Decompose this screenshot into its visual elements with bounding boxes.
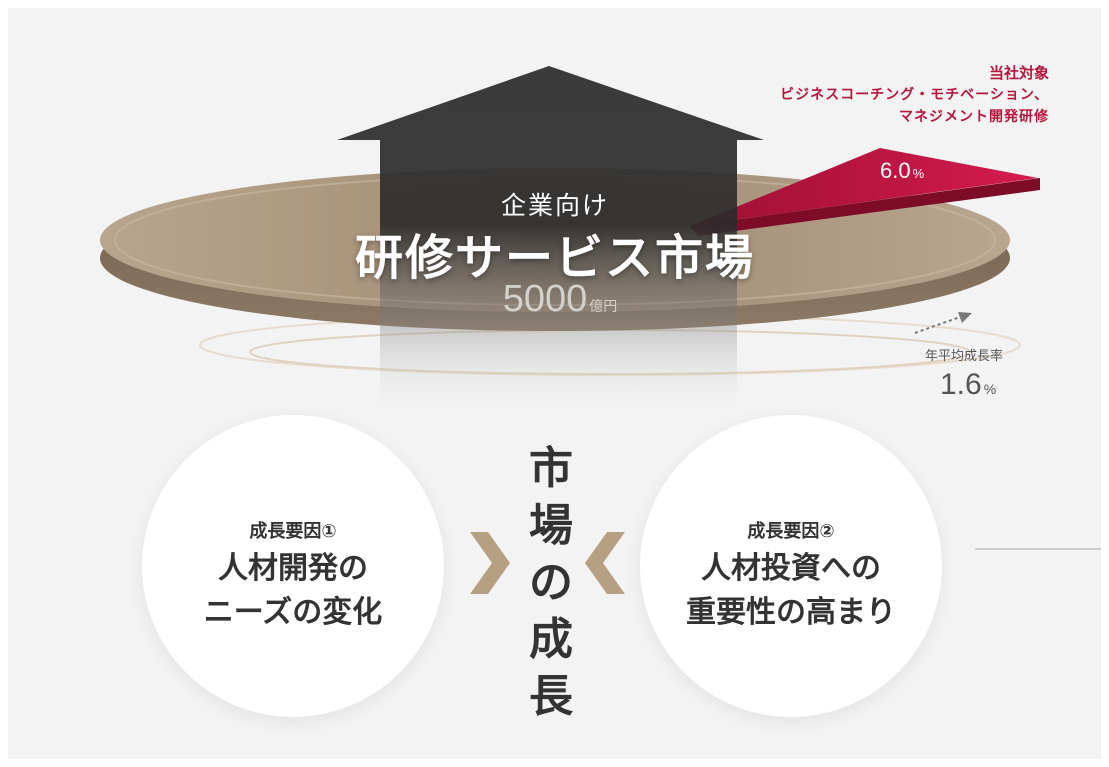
market-amount-unit: 億円 <box>589 299 618 315</box>
growth-dotted-line <box>914 316 961 334</box>
target-heading: 当社対象 <box>988 64 1049 82</box>
market-growth-vertical-text: 市 場 の 成 長 <box>521 440 581 725</box>
factor2-label: 成長要因② <box>747 521 835 542</box>
market-subtitle: 企業向け <box>500 191 609 220</box>
factor1-line1: 人材開発の <box>218 551 368 586</box>
factor1-label: 成長要因① <box>249 521 337 542</box>
vertical-char: 市 <box>529 443 573 494</box>
share-slice <box>690 148 1038 226</box>
factor2-line2: 重要性の高まり <box>686 595 896 630</box>
vertical-char: 場 <box>529 500 573 551</box>
growth-value-number: 1.6 <box>940 368 982 401</box>
vertical-char: の <box>529 557 573 608</box>
market-amount-value: 5000 <box>502 278 588 320</box>
growth-value-unit: % <box>983 381 997 397</box>
market-title: 研修サービス市場 <box>354 230 755 286</box>
chevron-right-icon <box>470 532 510 594</box>
target-line1: ビジネスコーチング・モチベーション、 <box>780 87 1049 103</box>
share-slice-side <box>690 178 1040 236</box>
growth-arrow-head-icon <box>958 312 972 323</box>
factor2-text: 人材投資への 重要性の高まり <box>640 547 942 635</box>
growth-value: 1.6% <box>940 368 996 402</box>
target-share: 6.0% <box>880 158 924 184</box>
factor-circle-2: 成長要因② 人材投資への 重要性の高まり <box>640 415 942 717</box>
factor1-text: 人材開発の ニーズの変化 <box>142 547 444 635</box>
target-line2: マネジメント開発研修 <box>899 109 1049 125</box>
vertical-char: 成 <box>529 614 573 665</box>
factor-circle-1: 成長要因① 人材開発の ニーズの変化 <box>142 415 444 717</box>
up-arrow-icon <box>337 66 764 420</box>
target-share-unit: % <box>912 166 925 181</box>
target-caption: 当社対象 ビジネスコーチング・モチベーション、 マネジメント開発研修 <box>780 62 1049 128</box>
factor1-line2: ニーズの変化 <box>203 595 383 630</box>
growth-label: 年平均成長率 <box>925 349 1004 364</box>
target-share-value: 6.0 <box>880 158 911 183</box>
factor2-line1: 人材投資への <box>701 551 881 586</box>
vertical-char: 長 <box>529 671 573 722</box>
chevron-left-icon <box>585 532 625 594</box>
